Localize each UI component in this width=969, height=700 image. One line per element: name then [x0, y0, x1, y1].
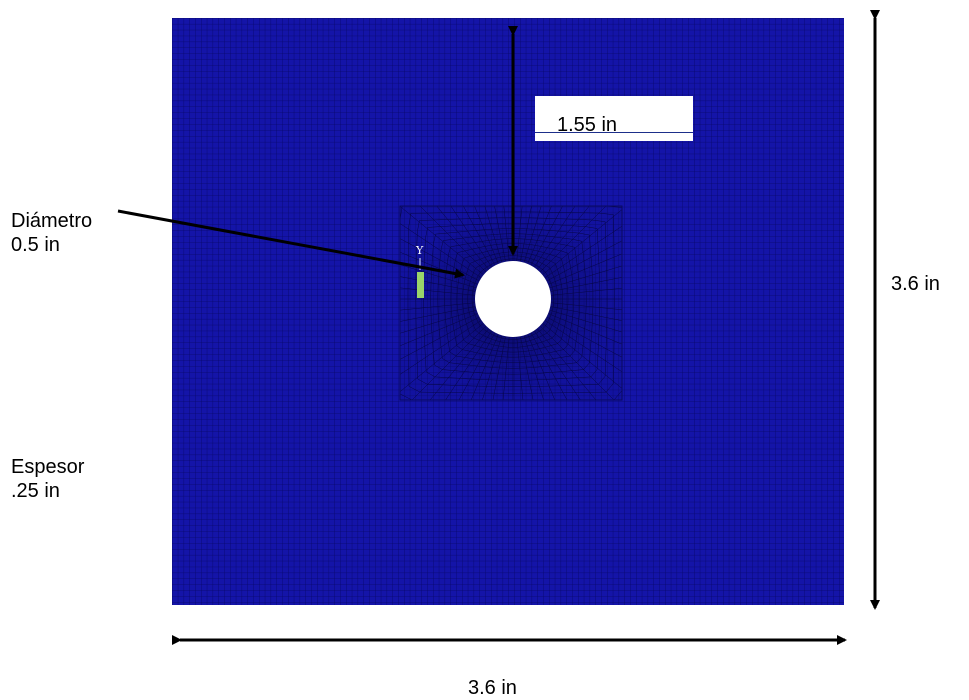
diameter-label: Diámetro 0.5 in: [11, 209, 92, 257]
width-label: 3.6 in: [468, 677, 517, 699]
diameter-label-value: 0.5 in: [11, 234, 60, 256]
diameter-leader-arrow: [117, 209, 465, 279]
thickness-label-value: .25 in: [11, 480, 60, 502]
diameter-label-title: Diámetro: [11, 210, 93, 232]
top-offset-label-box: 1.55 in: [535, 96, 693, 141]
thickness-label: Espesor .25 in: [11, 455, 84, 503]
top-offset-label: 1.55 in: [557, 114, 618, 136]
thickness-label-title: Espesor: [11, 456, 85, 478]
triad-axis-label: Y: [415, 244, 424, 257]
hole: [475, 261, 551, 337]
height-label: 3.6 in: [891, 273, 940, 295]
